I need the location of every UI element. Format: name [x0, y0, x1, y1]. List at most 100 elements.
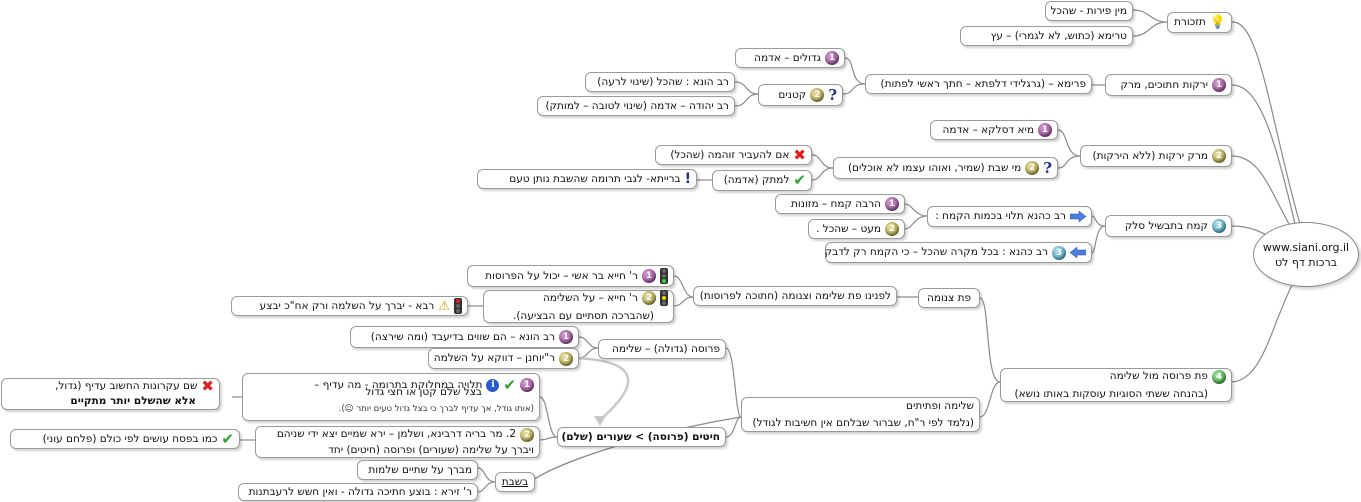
traffic-light-yellow-icon	[660, 290, 668, 306]
b4-whole-node[interactable]: שלימה ופתיתים (נלמד לפי ר"ח, שברור שבלחם…	[741, 397, 980, 432]
priority-1-icon: 1	[1038, 123, 1052, 137]
priority-2-icon: 2	[559, 351, 573, 366]
priority-2-icon: 2	[1025, 161, 1040, 175]
branch-2-label: מרק ירקות (ללא הירקות)	[1092, 149, 1209, 162]
b4-whole-sub: (נלמד לפי ר"ח, שברור שבלחם אין חשיבות לג…	[752, 416, 974, 429]
b4-mar-text-2: ויברך על שלימה (שעורים) ופרוסה (חיטים) י…	[328, 443, 534, 456]
b4-mar-text-1: 2. מר בריה דרבינא, ושלמן – ירא שמיים יצא…	[276, 428, 516, 440]
b3-rav-kahana-2-text: רב כהנא : בכל מקרה שהכל – כי הקמח רק לדב…	[824, 246, 1048, 258]
b2-sweet-node[interactable]: ✔ למתק (אדמה)	[712, 170, 812, 191]
b4-shabbat-2-text: ר' זירא : בוצע חתיכה גדולה - ואין חשש לר…	[248, 485, 472, 498]
b2-water-node[interactable]: 1 מיא דסלקא – אדמה	[930, 120, 1058, 140]
b2-shabbat-text: מי שבת (שמיר, ואוהו עצמו לא אוכלים)	[847, 161, 1022, 174]
branch-3-node[interactable]: 3 קמח בתבשיל סלק	[1105, 215, 1232, 237]
b4-rav-huna-text: רב הונא – הם שווים בדיעבד (ומה שירצה)	[370, 330, 555, 343]
b1-rav-yehuda-node[interactable]: רב יהודה – אדמה (שינוי לטובה – למותק)	[537, 96, 735, 116]
branch-2-node[interactable]: 2 מרק ירקות (ללא הירקות)	[1080, 145, 1232, 167]
b4-chitim-node[interactable]: חיטים (פרוסה) > שעורים (שלם)	[557, 427, 726, 447]
b2-shabbat-node[interactable]: ? 2 מי שבת (שמיר, ואוהו עצמו לא אוכלים)	[833, 157, 1058, 179]
b4-portion-node[interactable]: פרוסה (גדולה) – שלימה	[598, 339, 726, 359]
priority-2-icon: 2	[885, 222, 899, 236]
b4-side-bad-node[interactable]: ✖ שם עקרונות החשוב עדיף (גדול, אלא שהשלם…	[1, 378, 220, 410]
root-node[interactable]: www.siani.org.il ברכות דף לט	[1253, 222, 1359, 287]
b4-rava-node[interactable]: ⚠ רבא - יברך על השלמה ורק אח"כ יבצע	[231, 296, 468, 316]
traffic-light-green-icon	[660, 268, 668, 284]
cross-icon: ✖	[201, 377, 214, 395]
b2-baraita-text: ברייתא- לגבי תרומה שהשבת נותן טעם	[509, 172, 681, 185]
b4-r-chiya-bar-ashi-node[interactable]: 1 ר' חייא בר אשי – יכול על הפרוסות	[467, 265, 674, 287]
branch-1-label: ירקות חתוכים, מרק	[1120, 78, 1209, 91]
traffic-light-red-icon	[454, 298, 462, 314]
b4-before-us-text: לפנינו פת שלימה וצנומה (חתוכה לפרוסות)	[699, 289, 891, 302]
check-icon: ✔	[221, 429, 234, 448]
b3-rav-kahana-1-node[interactable]: רב כהנא תלוי בכמות הקמח :	[927, 206, 1092, 227]
b3-little-text: מעט – שהכל .	[816, 222, 881, 235]
b4-taluy-text-1: תלויה במחלוקת בתרומה - מה עדיף –	[314, 378, 483, 391]
reminder-text: טרימא (כתוש, לא לגמרי) – עץ	[990, 29, 1127, 42]
b1-sub-node[interactable]: פרימא – (גרגלידי דלפתא – חתך ראשי לפתות)	[865, 74, 1092, 94]
check-icon: ✔	[793, 171, 806, 189]
lightbulb-icon: 💡	[1209, 15, 1226, 30]
b4-shabbat-1-text: מברך על שתיים שלמות	[368, 463, 472, 476]
b4-before-us-node[interactable]: לפנינו פת שלימה וצנומה (חתוכה לפרוסות)	[693, 286, 897, 306]
priority-2-icon: 2	[520, 427, 534, 442]
branch-4-sub: (בהנחה ששתי הסוגיות עוסקות באותו נושא)	[1014, 387, 1208, 400]
reminder-text: מין פירות - שהכל	[1050, 4, 1127, 17]
b4-shabbat-1-node[interactable]: מברך על שתיים שלמות	[357, 460, 478, 480]
priority-1-icon: 1	[1212, 78, 1226, 92]
reminder-item[interactable]: מין פירות - שהכל	[1045, 1, 1133, 21]
priority-2-icon: 2	[1212, 149, 1226, 163]
priority-2-icon: 2	[810, 88, 825, 102]
b3-much-node[interactable]: 1 הרבה קמח – מזונות	[775, 194, 905, 214]
b3-much-text: הרבה קמח – מזונות	[790, 197, 881, 210]
warning-icon: ⚠	[438, 298, 450, 314]
b4-rabbi-yochanan-node[interactable]: 2 ר"יוחנן – דווקא על השלמה	[428, 348, 579, 369]
b2-water-text: מיא דסלקא – אדמה	[942, 123, 1035, 136]
b1-big-node[interactable]: 1 גדולים – אדמה	[735, 48, 845, 68]
priority-3-icon: 3	[1052, 245, 1066, 260]
question-icon: ?	[828, 85, 837, 104]
priority-2-icon: 2	[642, 291, 656, 305]
b2-sweet-text: למתק (אדמה)	[723, 174, 790, 186]
arrow-left-icon	[1070, 247, 1086, 258]
info-icon: i	[486, 378, 500, 392]
branch-3-label: קמח בתבשיל סלק	[1124, 219, 1208, 232]
b4-shabbat-2-node[interactable]: ר' זירא : בוצע חתיכה גדולה - ואין חשש לר…	[238, 483, 478, 501]
b4-shabbat-node[interactable]: בשבת	[495, 472, 535, 492]
b4-tsnuma-node[interactable]: פת צנומה	[918, 288, 980, 308]
priority-3-icon: 3	[1212, 219, 1226, 233]
b1-rav-yehuda-text: רב יהודה – אדמה (שינוי לטובה – למותק)	[545, 99, 729, 112]
b2-avoid-node[interactable]: ✖ אם להעביר זוהמה (שהכל)	[655, 145, 812, 165]
b4-r-chiya-text-1: ר' חייא – על השלימה	[542, 291, 638, 304]
b4-rav-huna-node[interactable]: 1 רב הונא – הם שווים בדיעבד (ומה שירצה)	[350, 326, 579, 348]
reminder-item[interactable]: טרימא (כתוש, לא לגמרי) – עץ	[960, 26, 1133, 46]
b4-shabbat-text: בשבת	[501, 475, 529, 488]
branch-1-node[interactable]: 1 ירקות חתוכים, מרק	[1105, 74, 1232, 96]
priority-1-icon: 1	[642, 269, 656, 283]
b4-taluy-text-2: בצל שלם קטן או חצי גדול	[365, 386, 482, 398]
b3-rav-kahana-2-node[interactable]: 3 רב כהנא : בכל מקרה שהכל – כי הקמח רק ל…	[825, 242, 1092, 263]
b4-r-chiya-text-2: (שהברכה תסתיים עם הבציעה).	[512, 310, 654, 322]
b4-rabbi-yochanan-text: ר"יוחנן – דווקא על השלמה	[433, 352, 555, 364]
b4-side-good-node[interactable]: ✔ כמו בפסח עושים לפי כולם (פלחם עוני)	[10, 429, 240, 449]
b2-baraita-node[interactable]: ! ברייתא- לגבי תרומה שהשבת נותן טעם	[477, 169, 697, 189]
b1-small-node[interactable]: ? 2 קטנים	[758, 84, 843, 106]
b4-mar-node[interactable]: 2 2. מר בריה דרבינא, ושלמן – ירא שמיים י…	[255, 426, 540, 458]
priority-1-icon: 1	[520, 378, 534, 392]
reminders-node[interactable]: 💡 תזכורת	[1167, 12, 1232, 33]
b1-rav-huna-node[interactable]: רב הונא : שהכל (שינוי לרעה)	[585, 72, 735, 92]
b1-big-text: גדולים – אדמה	[754, 51, 821, 64]
priority-1-icon: 1	[559, 330, 573, 344]
b3-little-node[interactable]: 2 מעט – שהכל .	[808, 219, 905, 239]
b4-whole-text: שלימה ופתיתים	[906, 399, 974, 412]
b4-taluy-node[interactable]: 1 ✔ i תלויה במחלוקת בתרומה - מה עדיף – ב…	[242, 373, 540, 421]
b4-chitim-text: חיטים (פרוסה) > שעורים (שלם)	[561, 430, 720, 443]
priority-1-icon: 1	[885, 197, 899, 211]
branch-4-label: פת פרוסה מול שלימה	[1109, 370, 1208, 382]
exclamation-icon: !	[684, 170, 691, 187]
b4-r-chiya-node[interactable]: 2 ר' חייא – על השלימה (שהברכה תסתיים עם …	[483, 290, 674, 323]
b2-avoid-text: אם להעביר זוהמה (שהכל)	[670, 148, 790, 161]
b3-rav-kahana-1-text: רב כהנא תלוי בכמות הקמח :	[935, 210, 1066, 222]
